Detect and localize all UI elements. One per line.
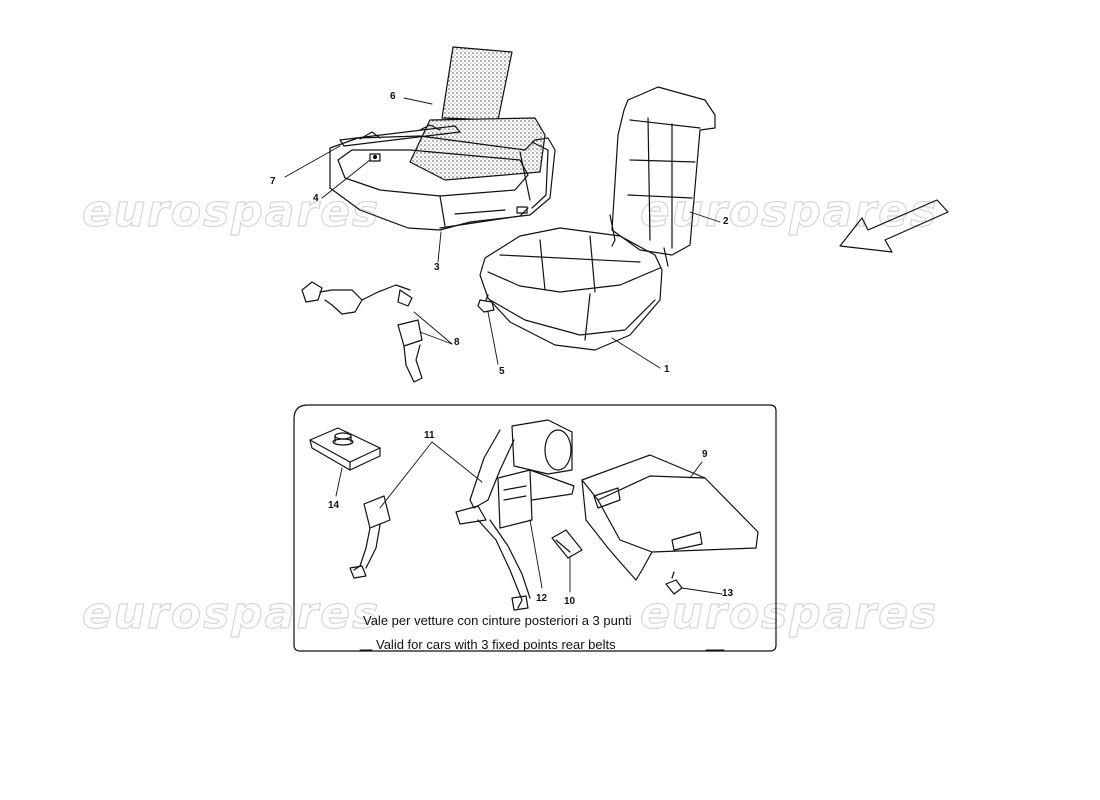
backrest-panel-part xyxy=(409,46,546,181)
seat-backrest-part xyxy=(609,86,716,267)
front-direction-arrow xyxy=(839,199,949,253)
inset-caption-english: Valid for cars with 3 fixed points rear … xyxy=(376,637,616,652)
callout-4: 4 xyxy=(313,193,319,204)
clip-part xyxy=(369,153,381,162)
trim-screw-part xyxy=(665,571,683,595)
belt-buckle-part xyxy=(349,495,391,579)
watermark-bottom-left: eurospares xyxy=(81,587,381,639)
callout-7: 7 xyxy=(270,176,276,187)
watermark-bottom-right: eurospares xyxy=(639,587,939,639)
watermark-top-right: eurospares xyxy=(639,185,939,237)
inset-caption-italian: Vale per vetture con cinture posteriori … xyxy=(363,613,632,628)
callout-12: 12 xyxy=(536,593,548,604)
callout-9: 9 xyxy=(702,449,708,460)
seat-frame-part xyxy=(329,135,556,231)
retractor-belt-part xyxy=(455,419,573,611)
callout-10: 10 xyxy=(564,596,576,607)
inset-frame xyxy=(293,404,777,652)
callout-8: 8 xyxy=(454,337,460,348)
retaining-bar-part xyxy=(339,124,461,147)
callout-2: 2 xyxy=(723,216,729,227)
callout-5: 5 xyxy=(499,366,505,377)
retractor-bracket-part xyxy=(497,469,575,529)
leader-lines xyxy=(284,97,725,651)
fixing-screw-part xyxy=(477,294,495,313)
callout-3: 3 xyxy=(434,262,440,273)
front-belt-part xyxy=(301,281,423,383)
callout-1: 1 xyxy=(664,364,670,375)
mounting-block-part xyxy=(309,427,381,471)
guide-clip-part xyxy=(551,529,583,559)
watermark-top-left: eurospares xyxy=(81,185,381,237)
trim-cover-part xyxy=(581,454,759,581)
callout-11: 11 xyxy=(424,430,435,441)
callout-6: 6 xyxy=(390,91,396,102)
callout-13: 13 xyxy=(722,588,734,599)
callout-14: 14 xyxy=(328,500,340,511)
